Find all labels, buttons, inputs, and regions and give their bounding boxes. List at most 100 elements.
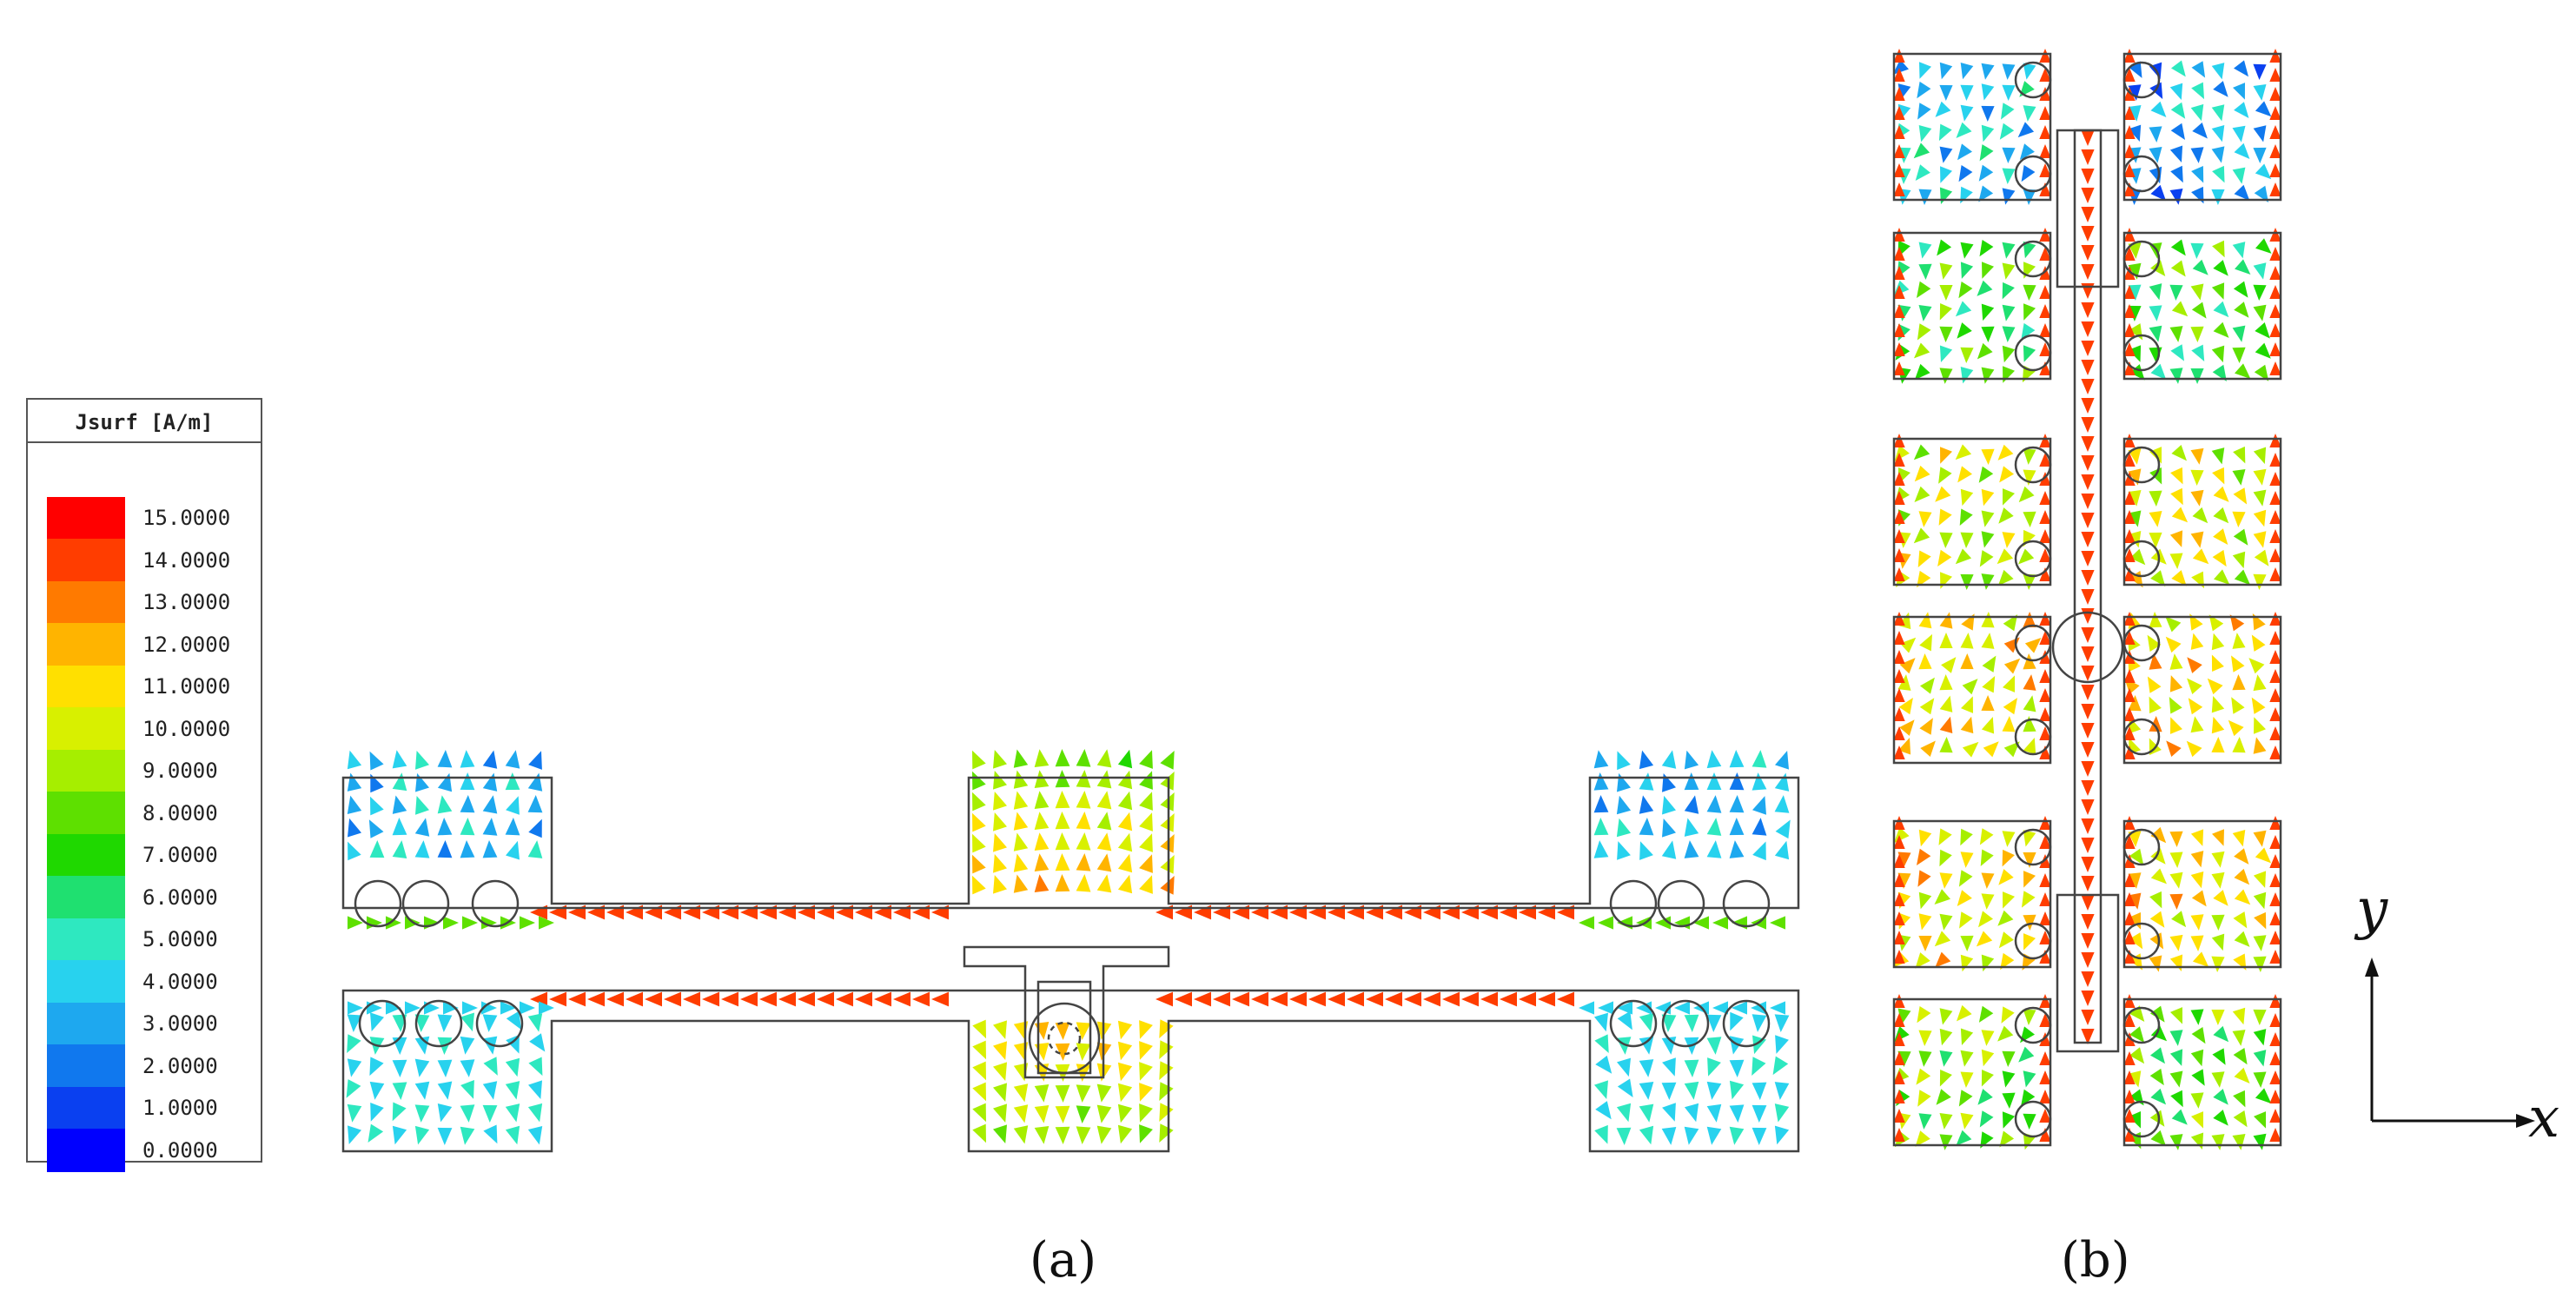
via-hole-outline: [358, 999, 407, 1048]
current-vector-arrow: [460, 1080, 474, 1099]
current-vector-arrow: [1706, 1126, 1722, 1145]
current-vector-arrow: [1960, 488, 1974, 507]
current-vector-arrow: [2039, 1090, 2051, 1103]
current-vector-arrow: [500, 1001, 516, 1015]
current-vector-arrow: [1034, 749, 1050, 767]
current-vector-arrow: [1981, 367, 1995, 384]
via-hole-outline: [2122, 540, 2161, 578]
current-vector-arrow: [1998, 931, 2014, 949]
current-vector-arrow: [2081, 857, 2095, 872]
current-vector-arrow: [2269, 342, 2281, 356]
current-vector-arrow: [2039, 266, 2051, 280]
current-vector-arrow: [1960, 1071, 1974, 1088]
current-vector-arrow: [1729, 750, 1745, 768]
current-vector-arrow: [1893, 726, 1905, 740]
current-vector-arrow: [2191, 186, 2204, 204]
current-vector-arrow: [2039, 707, 2051, 721]
current-vector-arrow: [1917, 81, 1931, 99]
current-vector-arrow: [392, 750, 407, 769]
current-vector-arrow: [2253, 509, 2267, 527]
current-vector-arrow: [2253, 956, 2267, 972]
current-vector-arrow: [2123, 182, 2136, 196]
current-vector-arrow: [1893, 1070, 1905, 1084]
current-vector-arrow: [528, 818, 542, 838]
current-vector-arrow: [1893, 650, 1905, 664]
current-vector-arrow: [1893, 228, 1905, 242]
current-vector-arrow: [2039, 247, 2051, 261]
current-vector-arrow: [2269, 650, 2281, 664]
current-vector-arrow: [2253, 830, 2267, 847]
current-vector-arrow: [1982, 676, 1996, 693]
current-vector-arrow: [2169, 553, 2183, 569]
current-vector-arrow: [1712, 916, 1728, 930]
current-vector-arrow: [568, 991, 586, 1007]
current-vector-arrow: [2081, 570, 2095, 586]
current-vector-arrow: [1076, 874, 1091, 892]
current-vector-arrow: [414, 818, 430, 837]
current-vector-arrow: [2123, 1013, 2136, 1027]
current-vector-arrow: [2081, 1029, 2095, 1044]
current-vector-arrow: [1913, 142, 1930, 159]
current-vector-arrow: [2211, 933, 2225, 951]
current-vector-arrow: [2039, 911, 2051, 925]
current-vector-arrow: [1893, 1109, 1905, 1123]
current-vector-arrow: [2166, 740, 2182, 757]
legend-swatch: [47, 665, 125, 709]
current-vector-arrow: [2234, 60, 2248, 77]
current-vector-arrow: [1013, 1104, 1029, 1123]
current-vector-arrow: [2213, 890, 2228, 906]
current-vector-arrow: [1159, 1103, 1174, 1122]
current-vector-arrow: [1914, 363, 1930, 381]
current-vector-arrow: [2149, 283, 2162, 301]
current-vector-arrow: [2023, 469, 2036, 486]
current-vector-arrow: [2039, 510, 2051, 524]
current-vector-arrow: [1770, 916, 1785, 930]
current-vector-arrow: [1981, 105, 1995, 122]
current-vector-arrow: [1595, 1101, 1612, 1120]
current-vector-arrow: [482, 795, 498, 814]
current-vector-arrow: [1981, 488, 1995, 507]
via-hole-outline: [2014, 1006, 2052, 1044]
current-vector-arrow: [2253, 284, 2267, 301]
current-vector-arrow: [855, 991, 872, 1007]
current-vector-arrow: [2021, 1089, 2036, 1106]
current-vector-arrow: [2123, 1128, 2136, 1142]
current-vector-arrow: [1918, 936, 1932, 951]
current-vector-arrow: [2233, 911, 2248, 929]
current-vector-arrow: [2269, 726, 2281, 740]
current-vector-arrow: [1617, 1057, 1631, 1077]
current-vector-arrow: [993, 833, 1007, 852]
current-vector-arrow: [2081, 149, 2095, 165]
current-vector-arrow: [2190, 469, 2204, 486]
current-vector-arrow: [2234, 184, 2250, 201]
current-vector-arrow: [2149, 1068, 2164, 1086]
current-vector-arrow: [1013, 1083, 1029, 1103]
via-hole-outline: [471, 879, 520, 928]
via-hole-outline: [2051, 611, 2124, 684]
current-vector-arrow: [2234, 1067, 2250, 1083]
current-vector-arrow: [1076, 853, 1091, 871]
current-vector-arrow: [2269, 472, 2281, 486]
current-vector-arrow: [2081, 914, 2095, 930]
current-vector-arrow: [2255, 101, 2272, 117]
legend-tick-label: 14.0000: [142, 547, 231, 573]
current-vector-arrow: [1960, 186, 1973, 204]
current-vector-arrow: [1960, 935, 1974, 951]
current-vector-arrow: [2207, 678, 2223, 695]
legend-tick-label: 9.0000: [142, 759, 218, 783]
current-vector-arrow: [1917, 281, 1931, 298]
current-vector-arrow: [2213, 486, 2229, 502]
current-vector-arrow: [2190, 1092, 2204, 1109]
current-vector-arrow: [527, 1103, 543, 1123]
current-vector-arrow: [2190, 871, 2204, 889]
current-vector-arrow: [2002, 168, 2016, 184]
current-vector-arrow: [2234, 931, 2250, 947]
axis-indicator: [2365, 957, 2535, 1128]
current-vector-arrow: [2212, 240, 2225, 258]
current-vector-arrow: [2150, 1088, 2167, 1105]
current-vector-arrow: [1893, 266, 1905, 280]
current-vector-arrow: [2253, 891, 2267, 910]
current-vector-arrow: [2169, 675, 2183, 692]
current-vector-arrow: [1893, 472, 1905, 486]
current-vector-arrow: [1960, 716, 1974, 734]
